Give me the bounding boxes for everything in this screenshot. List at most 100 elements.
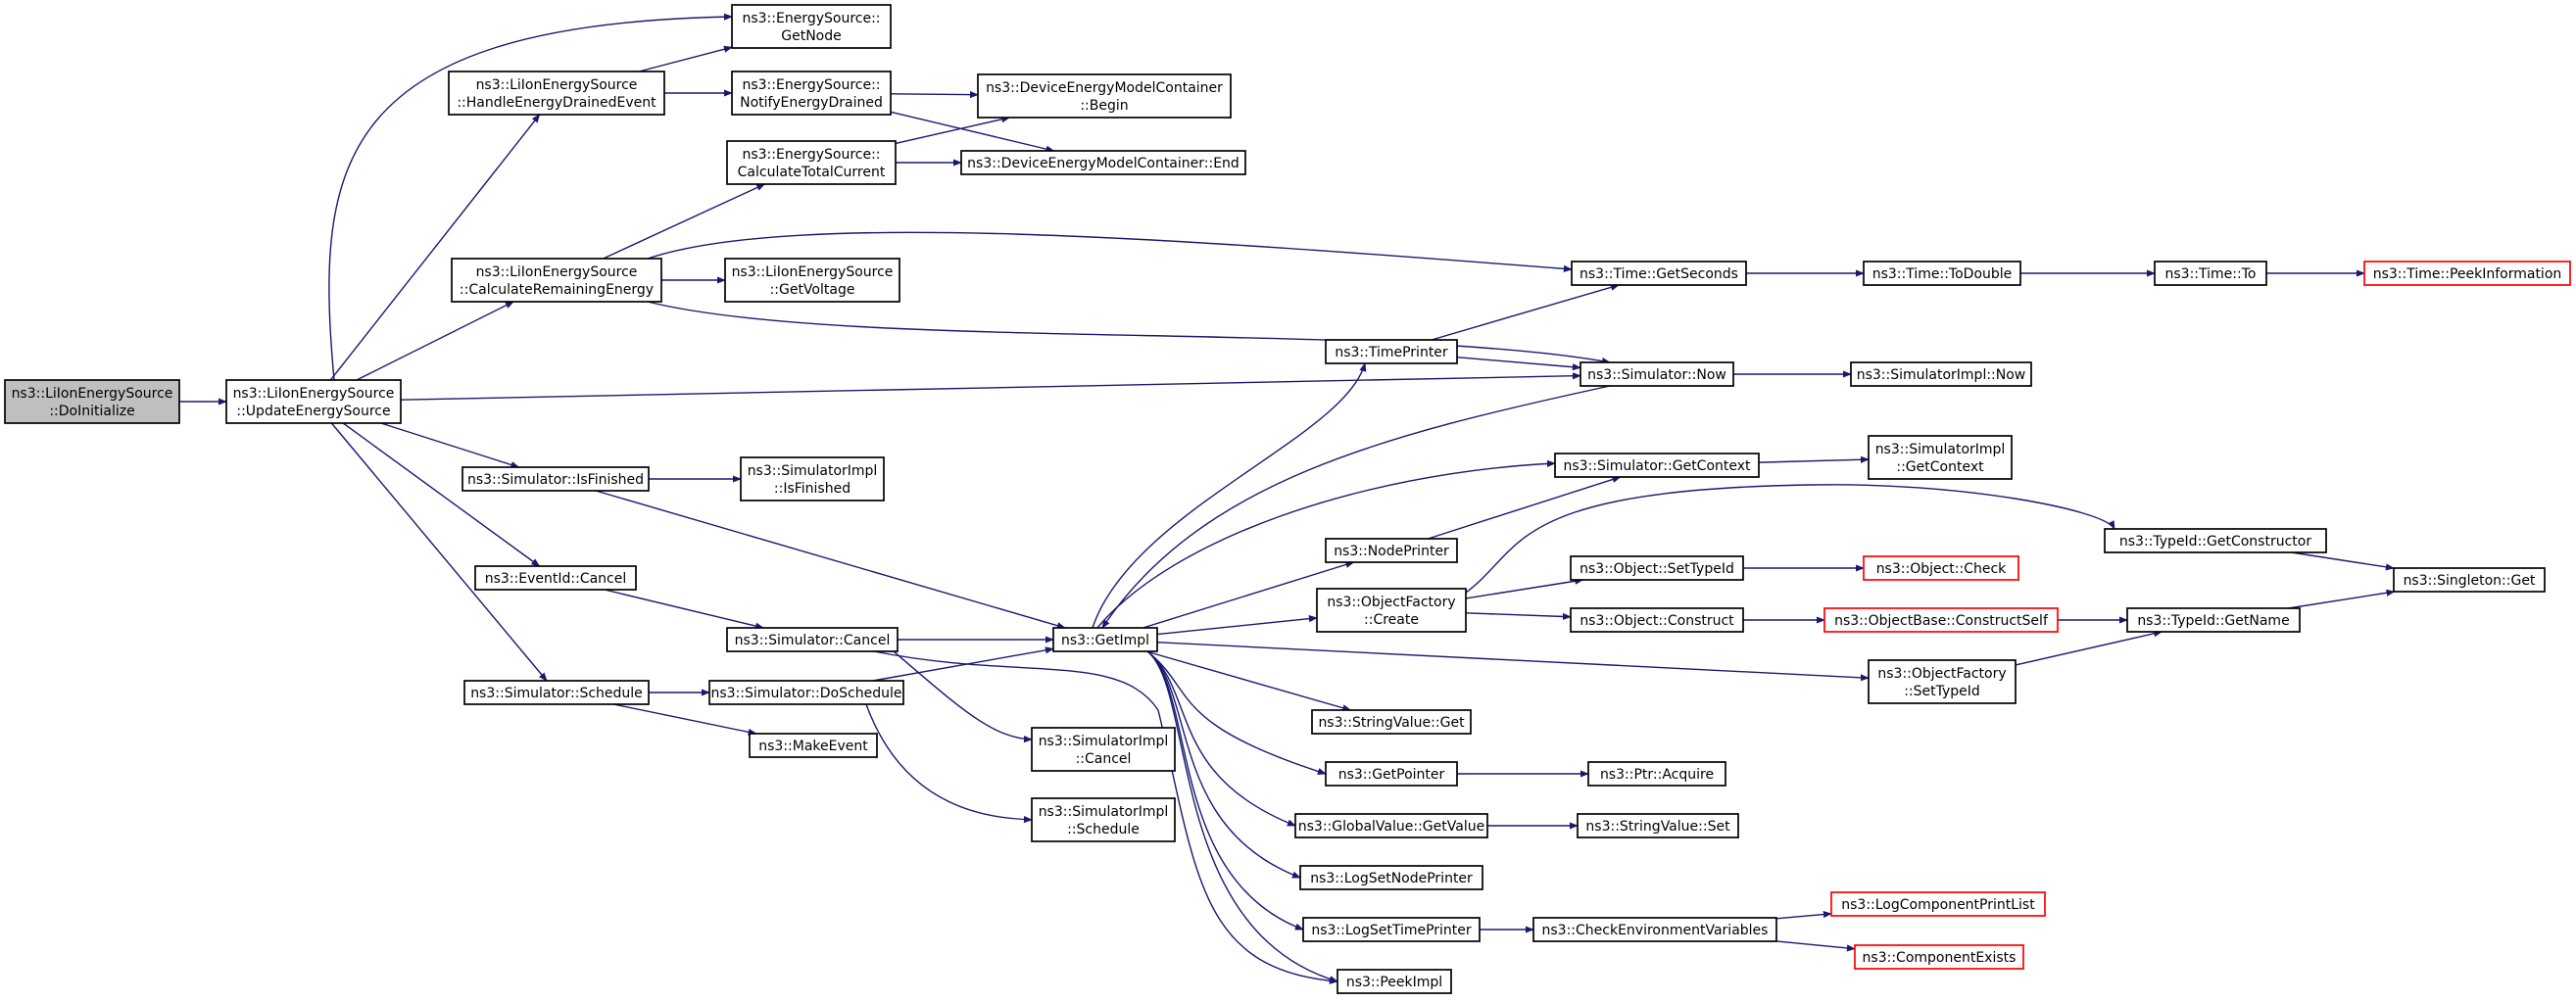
node-label: ns3::SimulatorImpl::Now	[1857, 367, 2026, 383]
node-box	[724, 258, 900, 303]
node-box	[1554, 453, 1760, 478]
node-makeevent[interactable]: ns3::MakeEvent	[749, 733, 878, 758]
edge-getimpl-to-peekimpl	[1146, 650, 1338, 983]
node-notifydrained[interactable]: ns3::EnergySource::NotifyEnergyDrained	[731, 71, 892, 116]
node-getconstructor[interactable]: ns3::TypeId::GetConstructor	[2104, 528, 2327, 553]
node-getpointer[interactable]: ns3::GetPointer	[1325, 761, 1458, 787]
node-label: ns3::Ptr::Acquire	[1600, 767, 1714, 783]
edges	[179, 13, 2396, 984]
node-demc_end[interactable]: ns3::DeviceEnergyModelContainer::End	[960, 150, 1246, 175]
edge-update-to-sim_now	[400, 372, 1581, 401]
node-box	[1570, 555, 1744, 581]
node-checkenv[interactable]: ns3::CheckEnvironmentVariables	[1532, 917, 1777, 942]
node-box	[1830, 891, 2046, 917]
node-simimpl_isfinished[interactable]: ns3::SimulatorImpl::IsFinished	[740, 456, 885, 502]
node-box	[1577, 813, 1739, 838]
node-getcontext[interactable]: ns3::Simulator::GetContext	[1554, 453, 1760, 478]
node-label: ns3::LogComponentPrintList	[1841, 897, 2035, 913]
node-doinitialize[interactable]: ns3::LiIonEnergySource::DoInitialize	[4, 379, 180, 424]
node-box	[1854, 944, 2024, 970]
node-simimpl_schedule[interactable]: ns3::SimulatorImpl::Schedule	[1031, 797, 1176, 842]
node-timeprinter[interactable]: ns3::TimePrinter	[1325, 339, 1458, 364]
node-label: ns3::StringValue::Get	[1318, 715, 1465, 731]
edge-timeprinter-to-sim_now	[1456, 356, 1581, 371]
node-componentexists[interactable]: ns3::ComponentExists	[1854, 944, 2024, 970]
node-nodeprinter[interactable]: ns3::NodePrinter	[1325, 538, 1458, 563]
node-box	[2363, 261, 2571, 286]
node-box	[977, 73, 1232, 119]
node-simimpl_getcontext[interactable]: ns3::SimulatorImpl::GetContext	[1868, 435, 2013, 480]
node-obj_check[interactable]: ns3::Object::Check	[1863, 555, 2019, 581]
node-box	[731, 71, 892, 116]
node-box	[448, 71, 665, 116]
node-box	[1587, 761, 1726, 787]
node-box	[474, 565, 637, 591]
node-doschedule[interactable]: ns3::Simulator::DoSchedule	[708, 680, 904, 705]
node-label: ::Cancel	[1076, 751, 1132, 767]
edge-getimpl-to-globalvalue_getvalue	[1146, 650, 1296, 827]
node-box	[1580, 361, 1734, 387]
node-singleton_get[interactable]: ns3::Singleton::Get	[2393, 567, 2546, 593]
node-isfinished[interactable]: ns3::Simulator::IsFinished	[462, 466, 650, 492]
node-box	[1337, 969, 1452, 994]
node-ptr_acquire[interactable]: ns3::Ptr::Acquire	[1587, 761, 1726, 787]
node-time_to[interactable]: ns3::Time::To	[2154, 261, 2267, 286]
node-peekinfo[interactable]: ns3::Time::PeekInformation	[2363, 261, 2571, 286]
edge-handledrained-to-getnode	[638, 45, 733, 72]
node-label: ::HandleEnergyDrainedEvent	[457, 95, 656, 111]
node-label: ns3::LiIonEnergySource	[476, 264, 638, 280]
node-settypeid[interactable]: ns3::Object::SetTypeId	[1570, 555, 1744, 581]
edge-timeprinter-to-getseconds	[1431, 283, 1620, 341]
node-label: ns3::StringValue::Set	[1585, 819, 1730, 835]
edge-getimpl-to-objfactory_settypeid	[1156, 641, 1870, 682]
node-getnode[interactable]: ns3::EnergySource::GetNode	[731, 4, 892, 49]
node-box	[1311, 709, 1472, 735]
node-globalvalue_getvalue[interactable]: ns3::GlobalValue::GetValue	[1294, 813, 1488, 838]
node-logsettimeprinter[interactable]: ns3::LogSetTimePrinter	[1302, 917, 1481, 942]
node-label: ::Schedule	[1067, 822, 1140, 837]
node-label: ns3::GetPointer	[1338, 767, 1445, 783]
node-constructself[interactable]: ns3::ObjectBase::ConstructSelf	[1823, 607, 2059, 633]
node-getimpl[interactable]: ns3::GetImpl	[1052, 627, 1158, 652]
node-logsetnodeprinter[interactable]: ns3::LogSetNodePrinter	[1299, 865, 1483, 890]
node-demc_begin[interactable]: ns3::DeviceEnergyModelContainer::Begin	[977, 73, 1232, 119]
node-label: ns3::Simulator::Schedule	[470, 686, 643, 701]
node-box	[1325, 761, 1458, 787]
node-simimpl_cancel[interactable]: ns3::SimulatorImpl::Cancel	[1031, 727, 1176, 772]
node-label: ns3::Time::ToDouble	[1872, 266, 2013, 282]
node-logcomponentprintlist[interactable]: ns3::LogComponentPrintList	[1830, 891, 2046, 917]
node-typeid_getname[interactable]: ns3::TypeId::GetName	[2126, 607, 2301, 633]
node-simimpl_now[interactable]: ns3::SimulatorImpl::Now	[1850, 361, 2032, 387]
node-label: ns3::LogSetTimePrinter	[1311, 923, 1472, 938]
node-label: ns3::Simulator::IsFinished	[467, 472, 644, 488]
node-handledrained[interactable]: ns3::LiIonEnergySource::HandleEnergyDrai…	[448, 71, 665, 116]
node-stringvalue_get[interactable]: ns3::StringValue::Get	[1311, 709, 1472, 735]
node-label: ::IsFinished	[774, 481, 851, 497]
node-calctotal[interactable]: ns3::EnergySource::CalculateTotalCurrent	[726, 140, 897, 185]
node-objfactory_create[interactable]: ns3::ObjectFactory::Create	[1316, 588, 1467, 633]
node-obj_construct[interactable]: ns3::Object::Construct	[1570, 607, 1744, 633]
edge-getimpl-to-logsetnodeprinter	[1146, 650, 1301, 879]
edge-objfactory_settypeid-to-typeid_getname	[2015, 630, 2163, 666]
node-update[interactable]: ns3::LiIonEnergySource::UpdateEnergySour…	[225, 379, 402, 424]
node-label: ns3::PeekImpl	[1346, 975, 1442, 990]
node-sim_schedule[interactable]: ns3::Simulator::Schedule	[463, 680, 650, 705]
node-box	[1570, 607, 1744, 633]
node-box	[1325, 538, 1458, 563]
edge-update-to-calcremaining	[356, 301, 514, 381]
edge-objfactory_create-to-getconstructor	[1465, 484, 2115, 594]
node-peekimpl[interactable]: ns3::PeekImpl	[1337, 969, 1452, 994]
node-getvoltage[interactable]: ns3::LiIonEnergySource::GetVoltage	[724, 258, 900, 303]
node-stringvalue_set[interactable]: ns3::StringValue::Set	[1577, 813, 1739, 838]
nodes: ns3::LiIonEnergySource::DoInitializens3:…	[4, 4, 2571, 994]
node-objfactory_settypeid[interactable]: ns3::ObjectFactory::SetTypeId	[1868, 659, 2017, 704]
node-sim_now[interactable]: ns3::Simulator::Now	[1580, 361, 1734, 387]
node-box	[1031, 797, 1176, 842]
node-getseconds[interactable]: ns3::Time::GetSeconds	[1571, 261, 1747, 286]
node-todouble[interactable]: ns3::Time::ToDouble	[1863, 261, 2021, 286]
node-calcremaining[interactable]: ns3::LiIonEnergySource::CalculateRemaini…	[451, 258, 662, 303]
node-sim_cancel[interactable]: ns3::Simulator::Cancel	[726, 627, 899, 652]
node-eventid_cancel[interactable]: ns3::EventId::Cancel	[474, 565, 637, 591]
node-label: ::GetVoltage	[770, 282, 855, 298]
